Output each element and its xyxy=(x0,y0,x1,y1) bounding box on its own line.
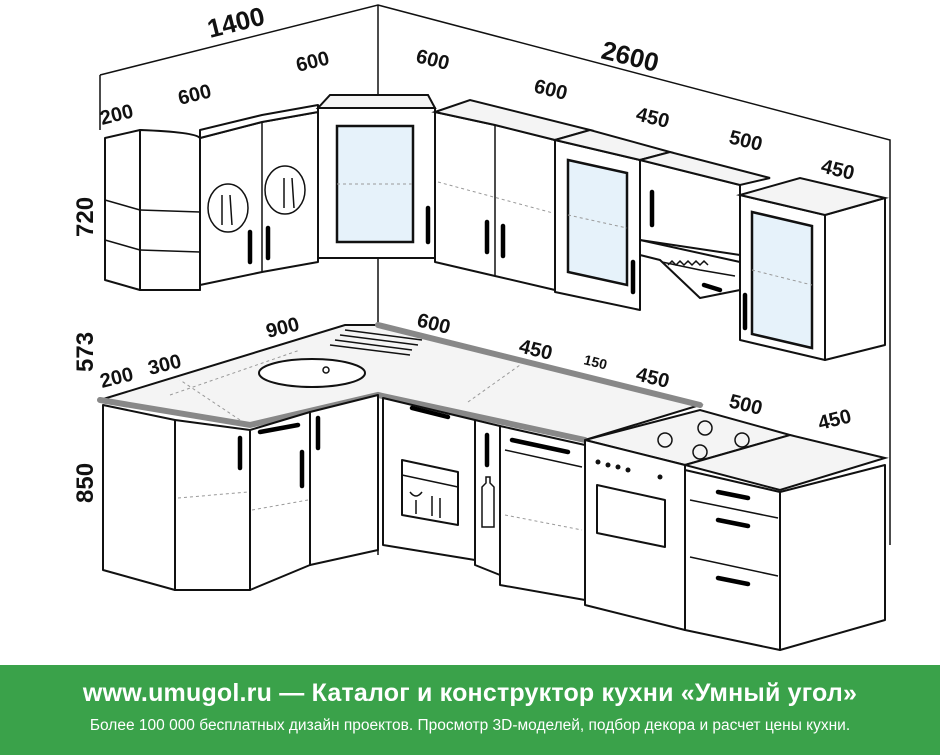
dim-upper-600d: 600 xyxy=(532,76,570,105)
oven-door xyxy=(596,484,666,548)
cutlery-icon xyxy=(264,165,306,215)
banner-subtitle: Более 100 000 бесплатных дизайн проектов… xyxy=(89,717,851,734)
dim-upper-450b: 450 xyxy=(819,156,857,185)
dim-base-200: 200 xyxy=(98,363,136,392)
dim-upper-450a: 450 xyxy=(634,104,672,133)
base-corner-cabinet xyxy=(102,394,379,591)
promo-banner: www.umugol.ru — Каталог и конструктор ку… xyxy=(0,665,940,755)
base-bottle-cabinet xyxy=(474,419,501,576)
upper-cabinet-double xyxy=(431,98,594,291)
dim-height-720: 720 xyxy=(72,197,99,237)
upper-cabinet-left xyxy=(199,104,319,286)
dim-base-450c: 450 xyxy=(816,405,854,434)
kitchen-drawing: 1400 2600 200 600 600 600 600 450 500 45… xyxy=(72,1,891,651)
dim-base-150: 150 xyxy=(582,351,609,372)
stove xyxy=(584,408,794,631)
upper-glass-cabinet-right xyxy=(551,128,674,311)
upper-corner-glass-cabinet xyxy=(315,94,437,259)
burner-icons xyxy=(657,420,750,460)
dim-base-500: 500 xyxy=(727,391,765,420)
dim-height-850: 850 xyxy=(72,463,99,503)
dim-upper-600c: 600 xyxy=(414,46,452,75)
dim-upper-500: 500 xyxy=(727,127,765,156)
banner-title[interactable]: www.umugol.ru — Каталог и конструктор ку… xyxy=(82,679,858,707)
bottle-icon xyxy=(481,476,495,528)
countertop xyxy=(97,322,704,443)
dish-icon xyxy=(409,491,441,518)
upper-hood-cabinet xyxy=(636,150,771,299)
base-drawer-cabinet xyxy=(499,425,586,601)
dim-upper-total-left: 1400 xyxy=(204,1,267,44)
dim-height-573: 573 xyxy=(72,332,99,372)
dim-upper-600a: 600 xyxy=(176,80,214,109)
base-drawer-unit xyxy=(681,433,889,651)
dishwasher xyxy=(382,397,476,561)
dim-base-900: 900 xyxy=(264,313,302,342)
sink xyxy=(258,329,423,388)
dim-upper-600b: 600 xyxy=(294,47,332,76)
upper-open-shelf xyxy=(104,129,201,291)
dim-upper-200: 200 xyxy=(98,100,136,129)
cutlery-icon xyxy=(207,183,249,233)
dim-upper-total-right: 2600 xyxy=(599,35,662,78)
upper-glass-cabinet-end xyxy=(736,176,889,361)
